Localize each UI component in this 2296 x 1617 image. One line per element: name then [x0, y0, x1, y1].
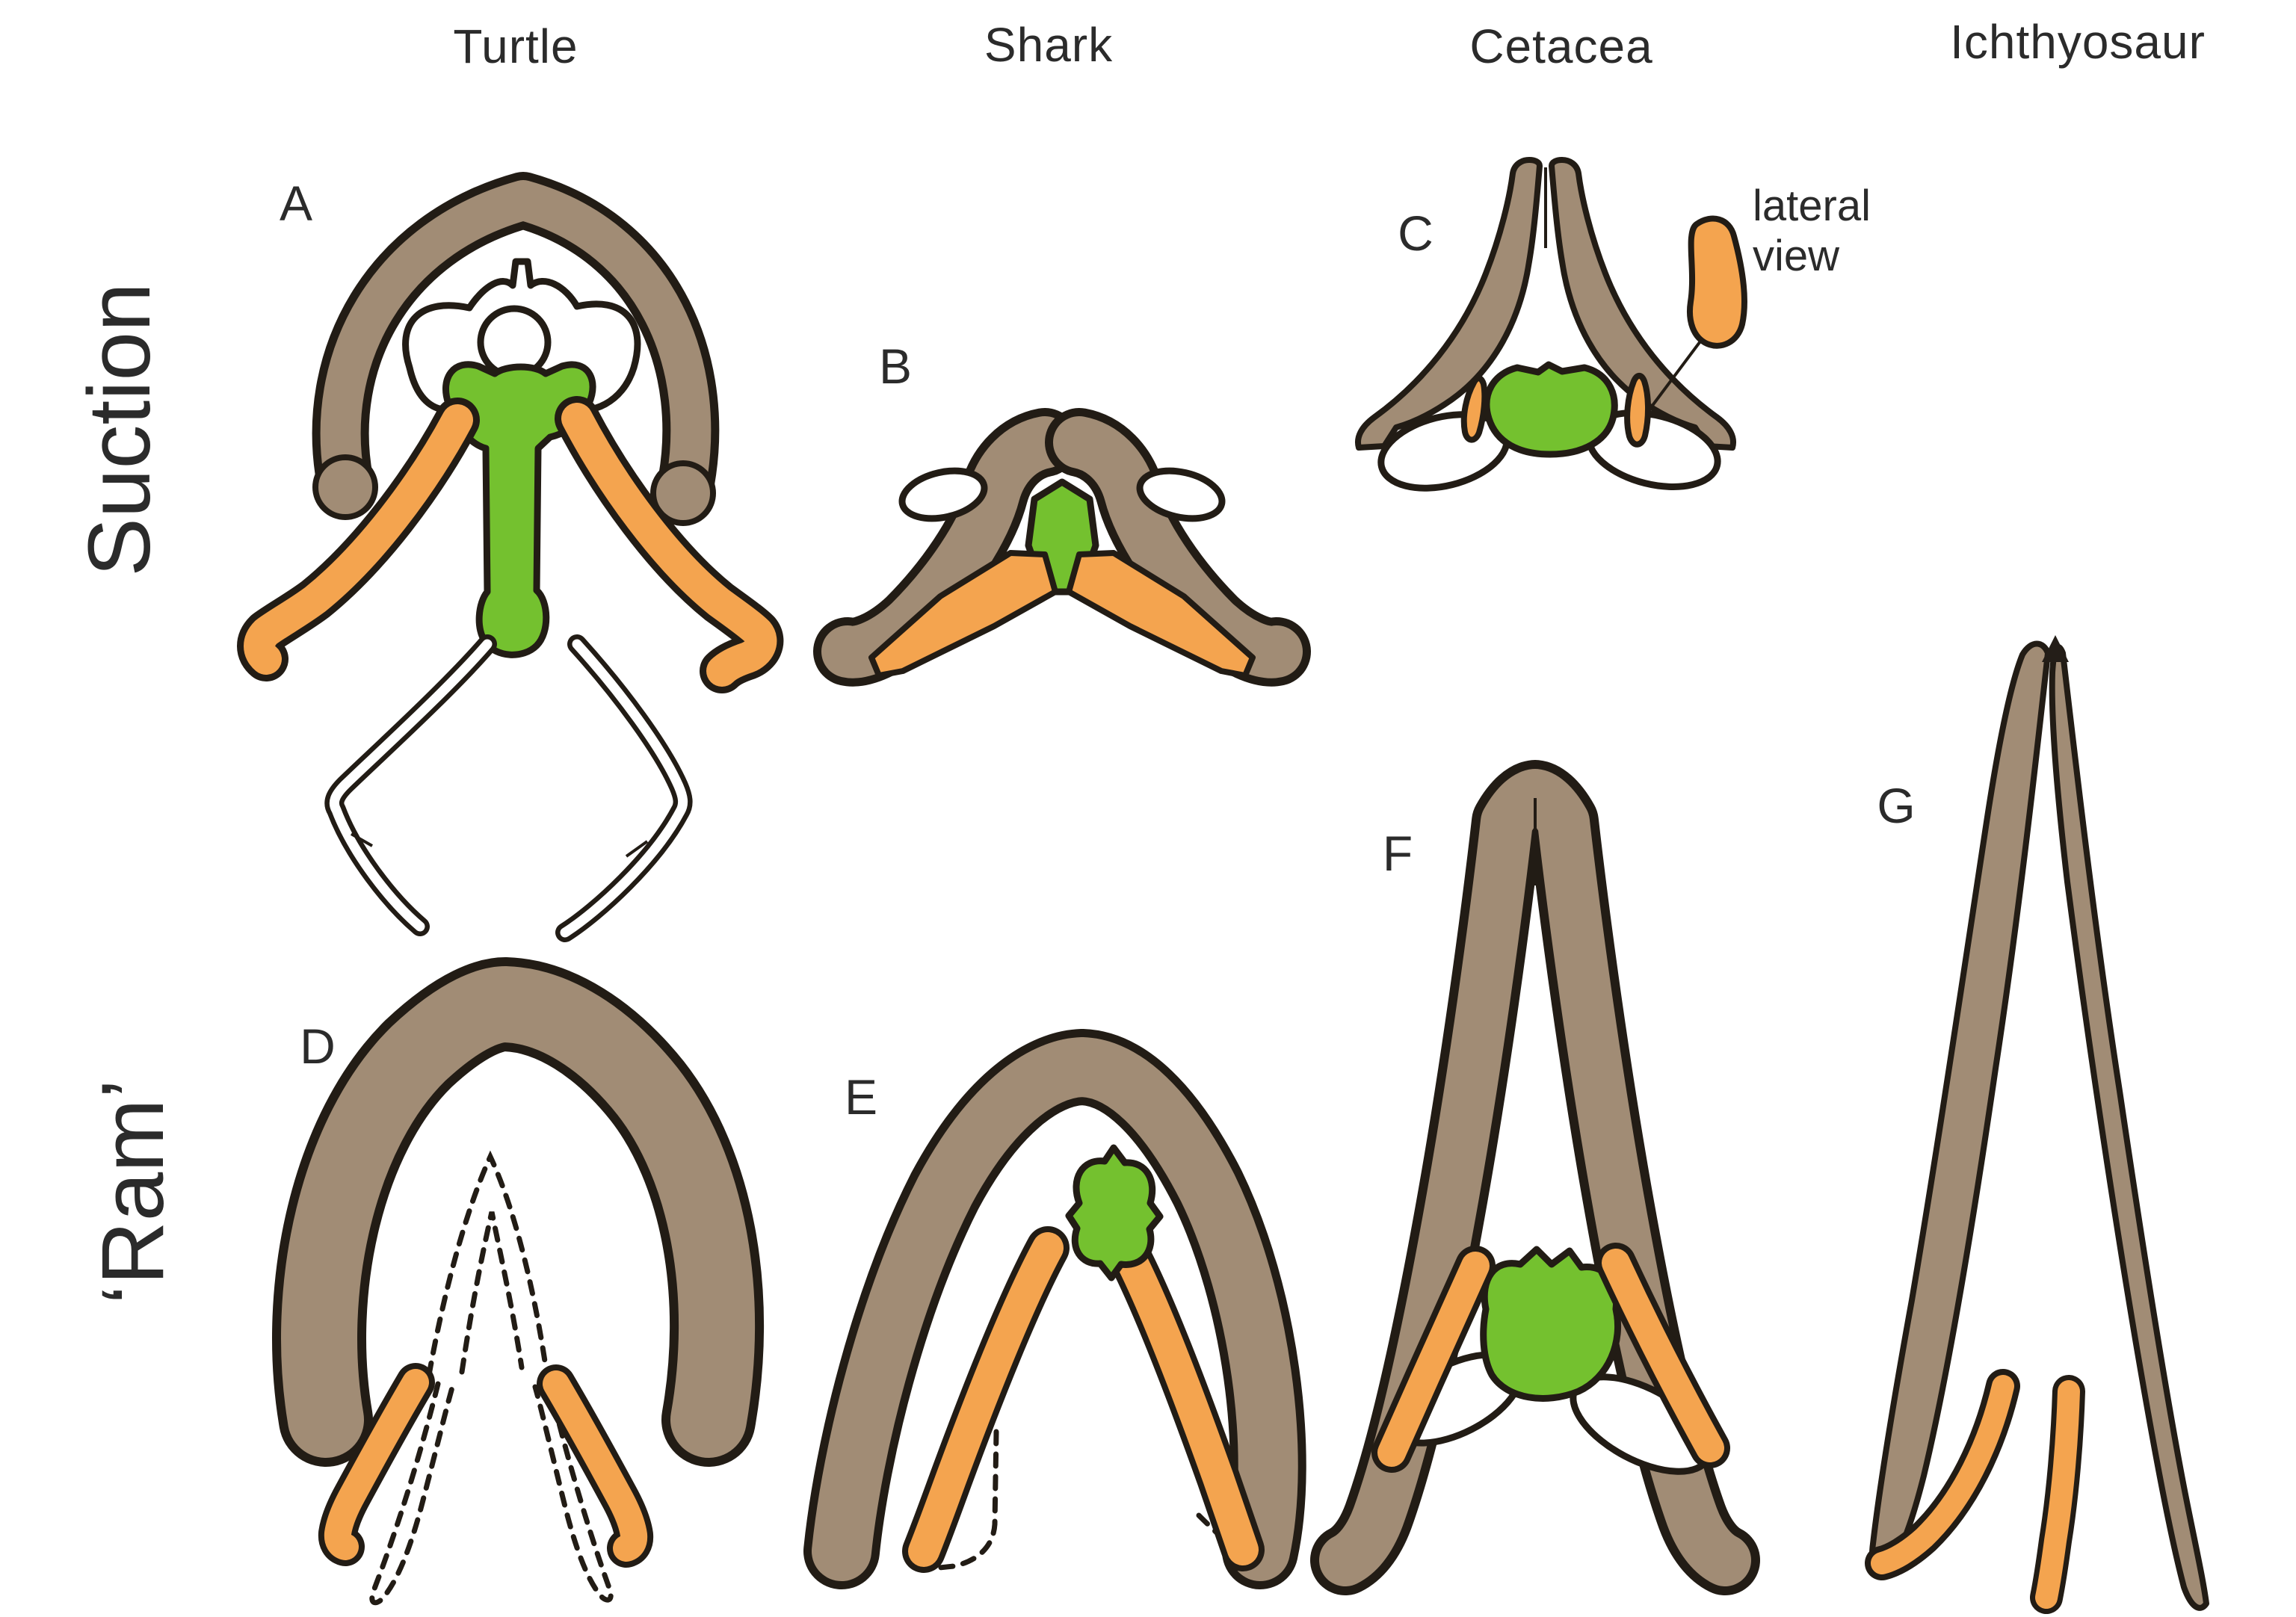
cetacea-ram-basihyoid-green	[1480, 1246, 1622, 1402]
turtle-lower-jaw-left-outline	[334, 644, 487, 927]
column-header-ichthyosaur: Ichthyosaur	[1950, 15, 2206, 69]
shark-labial-cartilage-left	[898, 467, 988, 522]
turtle-ram-hyoid-dashed-limb-left	[369, 1381, 455, 1606]
column-header-turtle: Turtle	[453, 19, 578, 73]
shark-ceratohyal-left	[868, 550, 1058, 678]
lateral-view-label: lateral view	[1753, 181, 1871, 282]
column-header-cetacea: Cetacea	[1469, 19, 1653, 73]
panel-f	[1345, 795, 1725, 1560]
shark-ram-ceratohyal-left	[924, 1248, 1048, 1551]
panel-e	[842, 1067, 1268, 1569]
panel-letter-b: B	[878, 338, 913, 394]
ichthyosaur-mandible-right	[2049, 644, 2209, 1611]
turtle-skull-knob-left	[312, 454, 378, 520]
turtle-ram-hyoid-dashed-limb-right	[532, 1378, 614, 1603]
turtle-jaw-joint-ticks	[351, 832, 649, 858]
shark-labial-cartilage-right	[1136, 467, 1226, 522]
panel-letter-g: G	[1877, 778, 1916, 833]
ichthyosaur-snout-tip	[2042, 635, 2069, 662]
cetacea-stylohyal-left	[1460, 375, 1488, 443]
column-header-shark: Shark	[984, 18, 1114, 72]
panel-letter-f: F	[1382, 826, 1413, 881]
turtle-ram-hyoid-dashed-tent-inner	[459, 1211, 525, 1375]
turtle-hyoid-body-green	[442, 361, 596, 658]
cetacea-stylohyal-lateral-view	[1687, 215, 1747, 349]
cetacea-stylohyal-right	[1624, 372, 1652, 448]
panel-c	[1355, 157, 1747, 492]
lateral-view-line2: view	[1753, 232, 1840, 281]
shark-ram-dashed-left	[922, 1429, 999, 1572]
panel-b	[848, 442, 1277, 675]
turtle-skull-knob-right	[650, 460, 716, 526]
panel-d	[319, 1004, 717, 1606]
cetacea-basihyoid-green	[1483, 361, 1618, 458]
panel-g	[1869, 635, 2209, 1611]
shark-ram-basihyal-green	[1065, 1144, 1164, 1281]
panel-letter-a: A	[279, 176, 313, 231]
ichthyosaur-mandible-left	[1869, 640, 2051, 1575]
panel-letter-e: E	[844, 1069, 878, 1125]
turtle-ram-hyoid-dashed-tent-outer	[426, 1150, 549, 1378]
panel-a	[259, 200, 761, 933]
cetacea-mandible-left	[1355, 157, 1543, 451]
panel-letter-c: C	[1398, 205, 1434, 261]
panel-letter-d: D	[300, 1018, 336, 1074]
lateral-view-line1: lateral	[1753, 182, 1871, 230]
shark-ceratohyal-right	[1066, 550, 1256, 678]
